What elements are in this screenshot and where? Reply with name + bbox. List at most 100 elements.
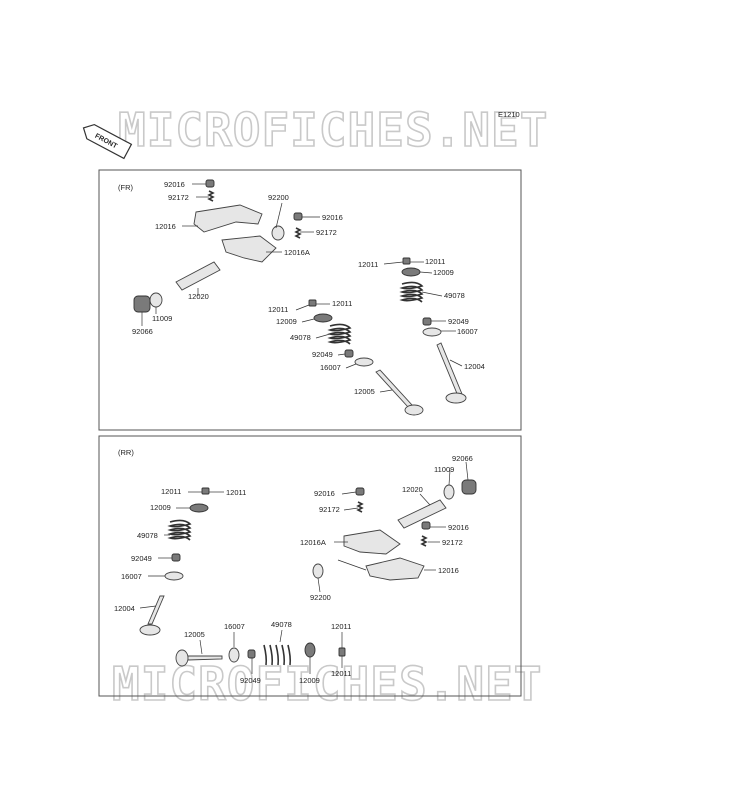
rocker-arm-icon xyxy=(193,204,263,233)
label-16007: 16007 xyxy=(457,327,478,336)
valve-spring-icon xyxy=(263,644,292,666)
rear-panel-label: (RR) xyxy=(118,448,134,457)
label-49078: 49078 xyxy=(271,620,292,629)
label-92049: 92049 xyxy=(240,676,261,685)
label-12005: 12005 xyxy=(354,387,375,396)
nut-icon xyxy=(293,212,303,221)
valve-spring-icon xyxy=(167,519,192,541)
spring-retainer-icon xyxy=(189,503,209,513)
rear-rocker-assembly xyxy=(312,479,477,581)
label-12011: 12011 xyxy=(226,488,246,497)
front-panel xyxy=(98,169,522,431)
label-49078: 49078 xyxy=(290,333,311,342)
valve-keeper-icon xyxy=(402,257,411,265)
rocker-shaft-icon xyxy=(175,261,221,291)
spring-seat-icon xyxy=(164,571,184,581)
plug-icon xyxy=(133,295,151,313)
label-12004: 12004 xyxy=(114,604,135,613)
rear-left-labels: 12011 12011 12009 49078 92049 16007 1200… xyxy=(114,487,246,613)
front-right-labels: 12011 12011 12009 49078 92049 16007 1200… xyxy=(358,257,485,371)
valve-stem-seal-icon xyxy=(422,317,432,326)
rocker-arm-icon xyxy=(365,557,425,581)
label-92200: 92200 xyxy=(268,193,289,202)
label-92016: 92016 xyxy=(322,213,343,222)
label-16007: 16007 xyxy=(121,572,142,581)
nut-icon xyxy=(355,487,365,496)
valve-keeper-icon xyxy=(308,299,317,307)
label-12011: 12011 xyxy=(331,622,351,631)
label-12011: 12011 xyxy=(161,487,181,496)
label-92172: 92172 xyxy=(316,228,337,237)
label-12011: 12011 xyxy=(425,257,445,266)
front-valve-stack-middle xyxy=(308,299,424,416)
label-92049: 92049 xyxy=(448,317,469,326)
label-92172: 92172 xyxy=(168,193,189,202)
label-12016A: 12016A xyxy=(284,248,310,257)
label-16007: 16007 xyxy=(320,363,341,372)
label-12011: 12011 xyxy=(358,260,378,269)
intake-valve-icon xyxy=(445,392,467,404)
rear-left-leads xyxy=(139,491,224,609)
rear-panel xyxy=(98,435,522,697)
label-11009: 11009 xyxy=(152,314,172,323)
label-11009: 11009 xyxy=(434,465,454,474)
o-ring-icon xyxy=(443,484,455,500)
valve-keeper-icon xyxy=(201,487,210,495)
rear-valve-stack-left xyxy=(139,487,210,636)
watermark-bottom: MICROFICHES.NET xyxy=(112,657,542,711)
label-12009: 12009 xyxy=(276,317,297,326)
spring-seat-icon xyxy=(354,357,374,367)
nut-icon xyxy=(421,521,431,530)
o-ring-icon xyxy=(149,292,163,308)
label-92049: 92049 xyxy=(312,350,333,359)
front-arrow: FRONT xyxy=(82,123,133,160)
valve-stem-seal-icon xyxy=(171,553,181,562)
label-12011: 12011 xyxy=(332,299,352,308)
plug-icon xyxy=(461,479,477,495)
adjust-screw-icon xyxy=(207,190,215,202)
rear-rocker-leads xyxy=(317,461,469,593)
o-ring-icon xyxy=(271,225,285,241)
valve-spring-icon xyxy=(327,323,352,345)
nut-icon xyxy=(205,179,215,188)
spring-retainer-icon xyxy=(313,313,333,323)
valve-stem-icon xyxy=(147,595,165,625)
label-12020: 12020 xyxy=(188,292,209,301)
label-92066: 92066 xyxy=(452,454,473,463)
rear-valve-row-bottom xyxy=(175,642,346,667)
label-12009: 12009 xyxy=(433,268,454,277)
adjust-screw-icon xyxy=(356,501,364,513)
label-12011: 12011 xyxy=(268,305,288,314)
spring-seat-icon xyxy=(228,647,240,663)
o-ring-icon xyxy=(312,563,324,579)
rear-bottom-labels: 12005 16007 49078 12011 92049 12009 1201… xyxy=(184,620,351,685)
label-92200: 92200 xyxy=(310,593,331,602)
label-12016: 12016 xyxy=(438,566,459,575)
front-labels-left: 92016 92172 92200 92016 92172 12016 1201… xyxy=(132,180,343,336)
label-92016: 92016 xyxy=(164,180,185,189)
label-92172: 92172 xyxy=(442,538,463,547)
valve-stem-seal-icon xyxy=(247,649,256,659)
label-92066: 92066 xyxy=(132,327,153,336)
label-12004: 12004 xyxy=(464,362,485,371)
label-12009: 12009 xyxy=(299,676,320,685)
diagram-code: E1210 xyxy=(498,110,520,119)
label-92016: 92016 xyxy=(448,523,469,532)
label-92049: 92049 xyxy=(131,554,152,563)
watermark-top: MICROFICHES.NET xyxy=(118,103,548,157)
front-right-leads xyxy=(383,261,463,367)
front-rocker-assembly xyxy=(133,179,303,313)
rear-bottom-leads xyxy=(199,629,343,674)
spring-seat-icon xyxy=(422,327,442,337)
front-valve-stack-right xyxy=(399,257,467,404)
label-16007: 16007 xyxy=(224,622,245,631)
label-92172: 92172 xyxy=(319,505,340,514)
front-middle-leads xyxy=(295,303,393,393)
rear-rocker-labels: 92016 12020 11009 92066 92172 92016 1201… xyxy=(300,454,473,602)
exhaust-valve-icon xyxy=(404,404,424,416)
valve-stem-icon xyxy=(187,655,223,661)
rocker-arm-a-icon xyxy=(221,235,277,263)
valve-spring-icon xyxy=(399,281,424,303)
spring-retainer-icon xyxy=(401,267,421,277)
